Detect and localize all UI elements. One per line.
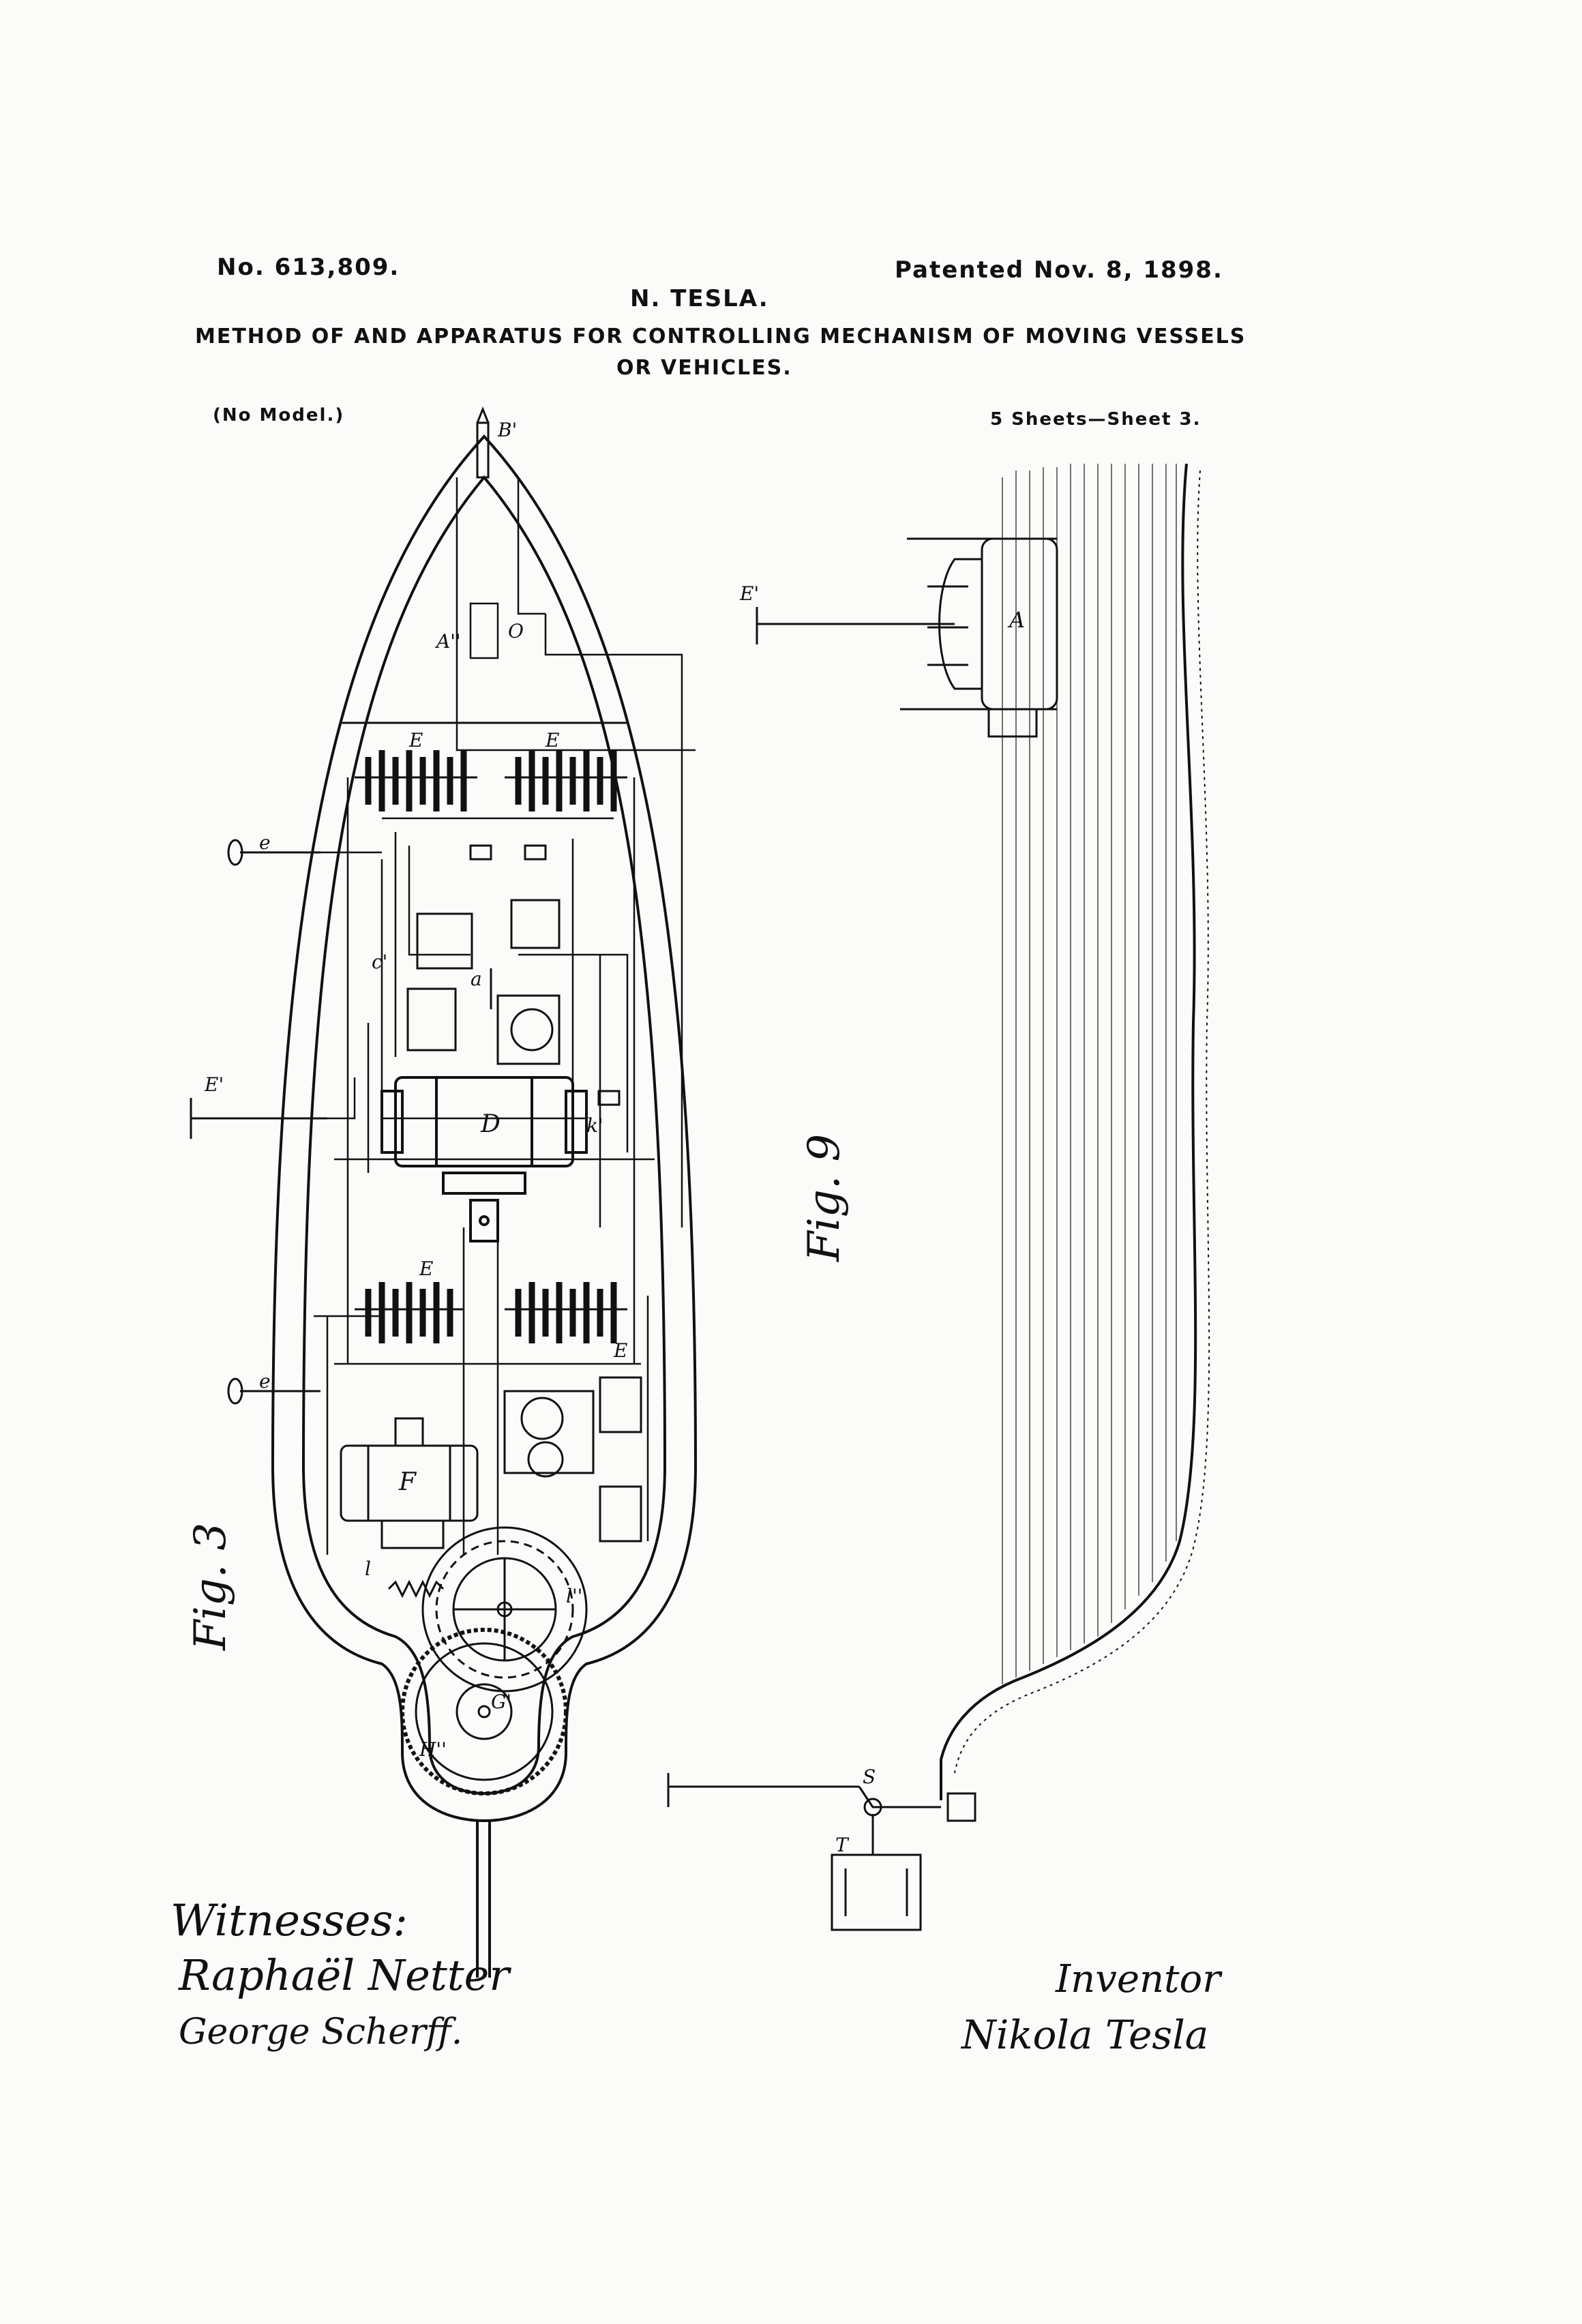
label-box-o: O	[508, 620, 524, 642]
label-fig9-s: S	[863, 1766, 876, 1788]
label-plate-e-top: e	[259, 831, 271, 854]
patent-number: No. 613,809.	[217, 254, 400, 281]
patent-title-line2: OR VEHICLES.	[616, 356, 792, 380]
relay-components	[406, 844, 621, 1106]
fig9-shore	[940, 463, 1210, 1800]
fig9-caption: Fig. 9	[799, 1134, 850, 1262]
label-wire-l2: l''	[566, 1585, 582, 1607]
label-wire-c1: c'	[372, 951, 387, 973]
label-relay-a: a	[471, 968, 482, 990]
label-ground-e1: E'	[204, 1073, 224, 1096]
label-motor-d: D	[480, 1110, 501, 1138]
label-fig9-t: T	[835, 1834, 850, 1856]
label-gear-g: G'	[491, 1690, 511, 1713]
fig9-vessel	[756, 537, 1058, 738]
witness-1-signature: Raphaël Netter	[179, 1950, 509, 2000]
label-bow: B'	[497, 419, 517, 441]
fig9-water	[1002, 464, 1177, 1684]
label-motor-f: F	[398, 1468, 417, 1496]
label-fig9-a: A	[1007, 607, 1025, 633]
patent-title-line1: METHOD OF AND APPARATUS FOR CONTROLLING …	[195, 325, 1247, 348]
fig3-caption: Fig. 3	[185, 1523, 236, 1651]
motor-d	[380, 1076, 588, 1242]
battery-cells-top	[355, 750, 627, 811]
boat-terminals	[190, 839, 327, 1405]
battery-cells-bottom	[355, 1282, 627, 1343]
fig9-transmitter	[667, 1773, 976, 1931]
label-wire-l: l	[365, 1558, 371, 1580]
inventor-signature: Nikola Tesla	[961, 2012, 1209, 2058]
label-battery-tr: E	[545, 729, 559, 751]
witnesses-heading: Witnesses:	[170, 1896, 408, 1946]
label-battery-tl: E	[408, 729, 423, 751]
label-antenna-mast: A''	[434, 630, 461, 653]
patent-date: Patented Nov. 8, 1898.	[895, 256, 1223, 284]
sheet-info: 5 Sheets—Sheet 3.	[990, 409, 1202, 430]
model-note: (No Model.)	[213, 405, 345, 426]
label-gear-h: H''	[419, 1738, 447, 1761]
motor-f-and-gears	[340, 1376, 642, 1796]
inventor-heading: Inventor	[1056, 1957, 1221, 2001]
label-relay-k: k'	[586, 1114, 603, 1137]
label-fig9-e1: E'	[739, 582, 759, 605]
inventor-name: N. TESLA.	[630, 285, 769, 312]
label-battery-br: E	[613, 1339, 627, 1362]
boat-hull	[271, 406, 698, 1978]
label-battery-bl: E	[419, 1257, 433, 1280]
witness-2-signature: George Scherff.	[179, 2012, 463, 2053]
label-plate-e-bottom: e	[259, 1370, 271, 1392]
